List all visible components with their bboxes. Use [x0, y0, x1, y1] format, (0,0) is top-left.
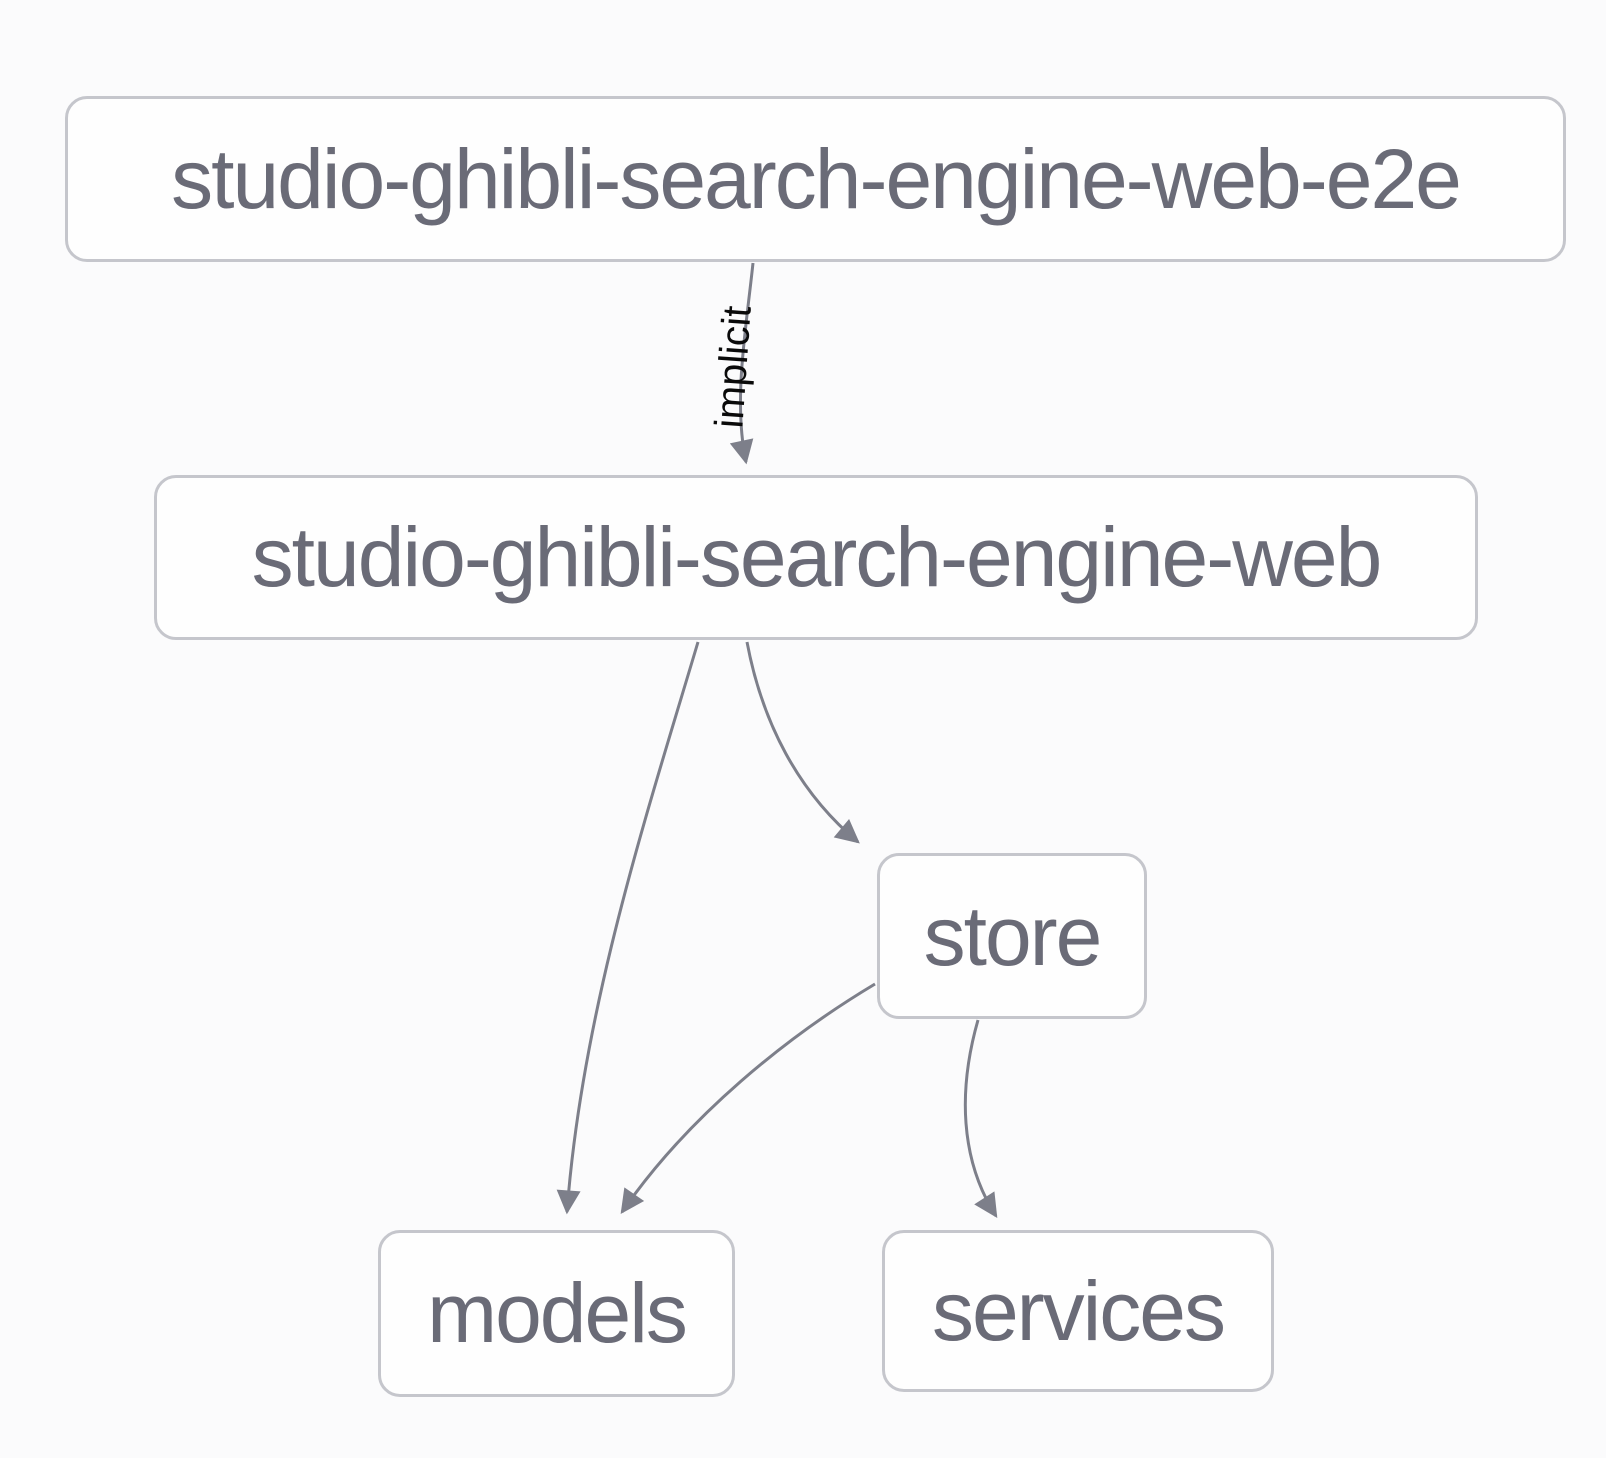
node-label: store — [923, 888, 1103, 983]
node-label: models — [427, 1266, 688, 1360]
node-label: studio-ghibli-search-engine-web-e2e — [171, 131, 1462, 226]
edge-web-to-models — [556, 641, 700, 1215]
node-models[interactable]: models — [378, 1230, 735, 1397]
node-label: services — [931, 1263, 1226, 1358]
edge-label-implicit: implicit — [707, 304, 760, 430]
node-label: studio-ghibli-search-engine-web — [251, 510, 1383, 604]
edge-e2e-to-web — [729, 262, 755, 465]
node-studio-ghibli-search-engine-web-e2e[interactable]: studio-ghibli-search-engine-web-e2e — [65, 96, 1566, 262]
node-studio-ghibli-search-engine-web[interactable]: studio-ghibli-search-engine-web — [154, 475, 1478, 640]
node-store[interactable]: store — [877, 853, 1147, 1019]
edge-web-to-store — [745, 641, 860, 844]
edge-store-to-models — [620, 982, 876, 1214]
edge-store-to-services — [963, 1019, 998, 1219]
node-services[interactable]: services — [882, 1230, 1274, 1392]
